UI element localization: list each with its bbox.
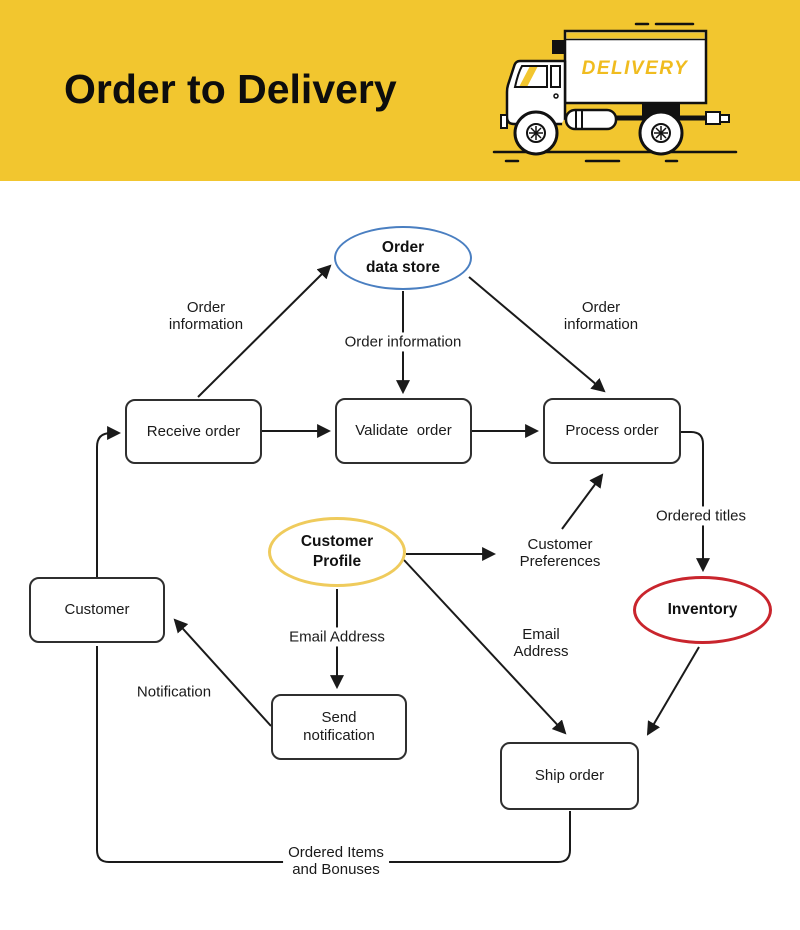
page-title: Order to Delivery <box>64 66 397 112</box>
node-inventory: Inventory <box>633 576 772 644</box>
arrow-profile-to-shiporder <box>403 559 567 735</box>
node-label: Inventory <box>667 600 738 618</box>
truck-front-wheel <box>513 110 559 156</box>
node-customer-profile: Customer Profile <box>268 517 406 587</box>
header-banner: Order to Delivery <box>0 0 800 181</box>
edge-label-email-address-left: Email Address <box>284 627 390 647</box>
node-ship-order: Ship order <box>500 742 639 810</box>
node-label: notification <box>303 727 375 744</box>
edge-label-order-information-right: Order information <box>563 298 639 333</box>
node-order-data-store: Order data store <box>334 226 472 290</box>
node-label: Validate order <box>355 422 452 439</box>
node-label: Send <box>321 709 357 726</box>
node-label: Order <box>381 238 425 256</box>
node-label: data store <box>365 259 441 276</box>
node-send-notification: Send notification <box>271 694 407 760</box>
arrow-inventory-to-shiporder <box>646 646 700 736</box>
node-label: Ship order <box>534 767 605 784</box>
edge-label-ordered-items-and-bonuses: Ordered Items and Bonuses <box>283 842 389 880</box>
arrow-receive-to-datastore <box>197 264 332 398</box>
node-receive-order: Receive order <box>125 399 262 464</box>
node-label: Receive order <box>146 422 241 440</box>
node-label: Process order <box>565 422 659 439</box>
truck-rear-wheel <box>638 110 684 156</box>
edge-label-notification: Notification <box>136 683 212 701</box>
truck-cab <box>500 59 567 129</box>
edge-label-order-information-left: Order information <box>168 298 244 333</box>
edge-label-ordered-titles: Ordered titles <box>650 506 752 526</box>
node-validate-order: Validate order <box>335 398 472 464</box>
arrow-preferences-to-process <box>561 473 604 530</box>
delivery-truck-illustration: DELIVERY <box>492 22 738 163</box>
edge-label-order-information-mid: Order information <box>339 332 467 352</box>
node-customer: Customer <box>29 577 165 643</box>
node-process-order: Process order <box>543 398 681 464</box>
edge-label-email-address-right: Email Address <box>513 625 569 660</box>
arrow-datastore-to-process <box>468 276 606 393</box>
arrow-customer-to-receive <box>96 426 122 577</box>
arrow-process-to-inventory <box>681 431 710 573</box>
edge-label-customer-preferences: Customer Preferences <box>519 535 601 570</box>
node-label: Customer <box>64 601 130 618</box>
truck-fuel-tank <box>562 108 618 131</box>
truck-cargo-box: DELIVERY <box>552 29 708 105</box>
node-label: Customer <box>300 532 374 550</box>
truck-delivery-text: DELIVERY <box>582 58 690 79</box>
arrow-sendnotification-to-customer <box>173 618 272 727</box>
node-label: Profile <box>312 553 362 570</box>
